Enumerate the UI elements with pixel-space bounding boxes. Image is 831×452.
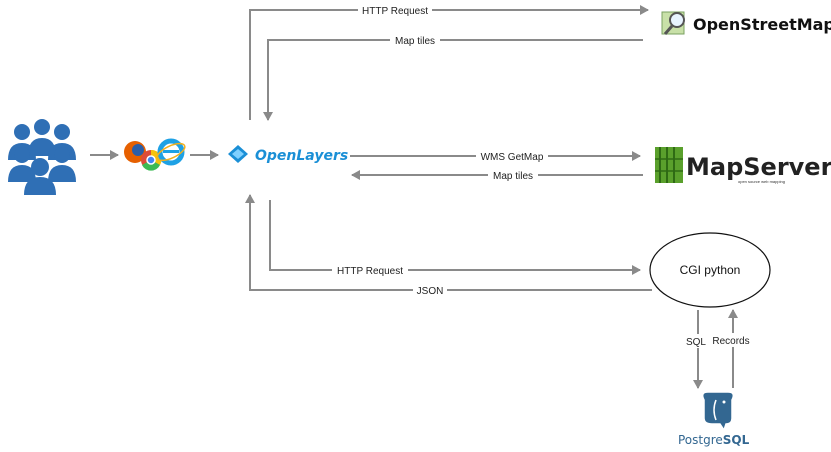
openlayers-label: OpenLayers	[255, 148, 348, 164]
wms-getmap-label: WMS GetMap	[481, 152, 544, 163]
mapserver-logo: MapServer open source web mapping	[655, 147, 831, 184]
http-request-cgi-label: HTTP Request	[337, 266, 403, 277]
mapserver-label: MapServer	[686, 153, 831, 181]
http-request-osm-arrow	[249, 5, 649, 120]
openstreetmap-label: OpenStreetMap	[693, 15, 831, 34]
mapserver-cube-icon	[655, 147, 683, 183]
http-request-cgi-arrow	[269, 200, 641, 275]
map-tiles-mapserver-label: Map tiles	[493, 171, 533, 182]
users-group-icon	[8, 119, 76, 195]
openstreetmap-logo: OpenStreetMap	[661, 11, 831, 35]
json-arrow	[245, 194, 652, 291]
http-request-osm-label: HTTP Request	[362, 6, 428, 17]
cgi-python-node: CGI python	[649, 232, 771, 308]
postgresql-label: PostgreSQL	[678, 433, 750, 447]
map-tiles-osm-arrow	[263, 39, 643, 121]
openlayers-logo: OpenLayers	[228, 145, 348, 164]
mapserver-tagline: open source web mapping	[738, 179, 785, 184]
cgi-python-label: CGI python	[680, 263, 741, 277]
postgresql-logo: PostgreSQL	[678, 391, 750, 447]
elephant-icon	[701, 391, 735, 432]
map-tiles-osm-label: Map tiles	[395, 36, 435, 47]
sql-label: SQL	[686, 337, 706, 348]
openlayers-diamond-icon	[228, 145, 248, 163]
json-label: JSON	[417, 286, 444, 297]
magnifier-map-icon	[661, 11, 685, 35]
browsers-icon	[124, 138, 186, 171]
records-label: Records	[712, 336, 749, 347]
